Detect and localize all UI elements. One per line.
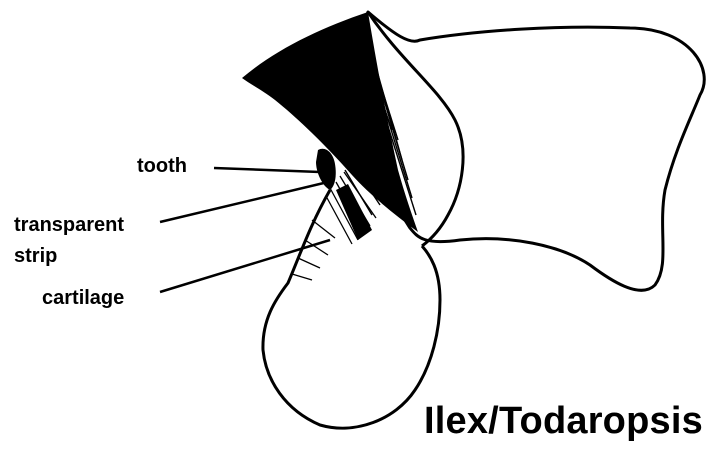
label-cartilage: cartilage: [42, 288, 124, 308]
cartilage-leader-line: [160, 240, 330, 292]
tooth-leader-line: [214, 168, 320, 172]
label-transparent-strip: transparent strip: [14, 210, 124, 272]
strip-leader-line: [160, 182, 328, 222]
label-tooth: tooth: [137, 156, 187, 176]
diagram-title: Ilex/Todaropsis: [424, 402, 703, 440]
